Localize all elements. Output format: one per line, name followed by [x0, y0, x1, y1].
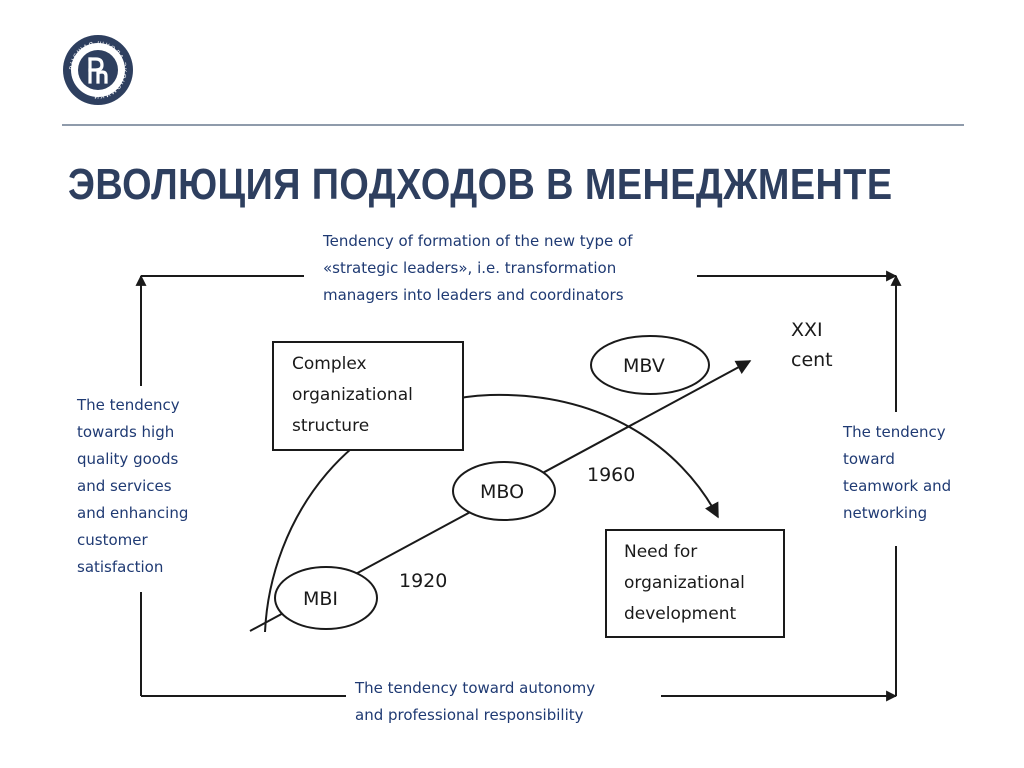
label-year-1920: 1920 — [399, 570, 448, 592]
box-complex-structure-text: Complex organizational structure — [292, 354, 413, 436]
logo-monogram — [88, 57, 108, 84]
header-rule — [62, 124, 964, 126]
box-complex-structure — [272, 341, 464, 451]
box-need-development — [605, 529, 785, 638]
hse-logo: ВЫСШАЯ ШКОЛА ЭКОНОМИКИ — [63, 35, 133, 105]
label-mbo: MBO — [480, 481, 525, 503]
ellipse-mbo — [452, 461, 556, 521]
label-mbv: MBV — [623, 355, 665, 377]
tendency-top-text: Tendency of formation of the new type of… — [323, 232, 633, 304]
box-need-development-text: Need for organizational development — [624, 542, 745, 624]
ellipse-mbi — [274, 566, 378, 630]
tendency-left-text: The tendency towards high quality goods … — [77, 396, 189, 576]
ellipse-mbv — [590, 335, 710, 395]
label-year-1960: 1960 — [587, 464, 636, 486]
tendency-bottom-text: The tendency toward autonomy and profess… — [355, 679, 596, 724]
tendency-right-text: The tendency toward teamwork and network… — [843, 423, 952, 522]
label-mbi: MBI — [303, 588, 339, 610]
page-title: ЭВОЛЮЦИЯ ПОДХОДОВ В МЕНЕДЖМЕНТЕ — [68, 160, 893, 209]
evolution-curve — [264, 393, 719, 633]
label-xxi-century: XXI cent — [791, 319, 833, 371]
